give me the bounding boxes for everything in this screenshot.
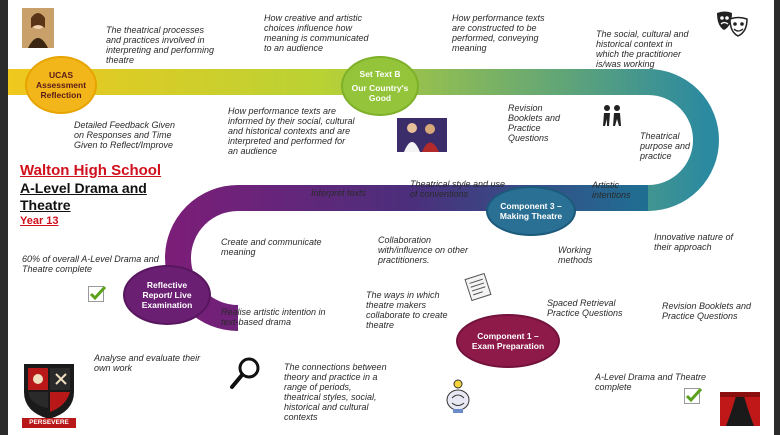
- note-spaced-retrieval: Spaced Retrieval Practice Questions: [547, 298, 623, 318]
- curtain-icon: [720, 392, 760, 426]
- crest-shield: [24, 364, 74, 419]
- set-text-node: Set Text B Our Country's Good: [341, 56, 419, 116]
- brain-bulb-icon: [446, 379, 470, 413]
- note-theatrical-style: Theatrical style and use of conventions: [410, 179, 506, 199]
- note-creative-choices: How creative and artistic choices influe…: [264, 13, 369, 53]
- checkmark-icon: [88, 286, 106, 302]
- note-innovative-nature: Innovative nature of their approach: [654, 232, 734, 252]
- note-analyse-evaluate: Analyse and evaluate their own work: [94, 353, 201, 373]
- note-collaboration: Collaboration with/influence on other pr…: [378, 235, 469, 265]
- note-interpret-texts: Interpret texts: [311, 188, 367, 198]
- note-connections: The connections between theory and pract…: [284, 362, 387, 422]
- note-artistic-intentions: Artistic intentions: [592, 180, 631, 200]
- title-block: Walton High School A-Level Drama and The…: [20, 162, 190, 228]
- note-informed-by: How performance texts are informed by th…: [228, 106, 355, 156]
- magnifier-icon: [230, 357, 260, 389]
- reflective-label: Reflective Report/ Live Examination: [141, 280, 193, 310]
- people-icon: [603, 105, 621, 126]
- road-segment-middle: [165, 185, 648, 331]
- checkmark-icon: [684, 388, 702, 404]
- course-title-line2: Theatre: [20, 197, 71, 213]
- course-title-line1: A-Level Drama and: [20, 180, 147, 196]
- worksheet-icon: [464, 272, 492, 302]
- component3-node: Component 3 – Making Theatre: [486, 186, 576, 236]
- note-theatrical-purpose: Theatrical purpose and practice: [640, 131, 691, 161]
- roadmap-slide: UCAS Assessment Reflection Set Text B Ou…: [8, 0, 774, 435]
- reflective-report-node: Reflective Report/ Live Examination: [123, 265, 211, 325]
- ucas-node-label: UCAS Assessment Reflection: [35, 70, 87, 100]
- crest-motto: PERSEVERE: [22, 418, 76, 428]
- note-theatrical-processes: The theatrical processes and practices i…: [106, 25, 215, 65]
- note-revision-booklets-bottom: Revision Booklets and Practice Questions: [662, 301, 752, 321]
- note-ways-theatre-makers: The ways in which theatre makers collabo…: [366, 290, 448, 330]
- performers-photo-icon: [397, 118, 447, 152]
- road-segment-top: [8, 69, 719, 211]
- note-social-cultural-context: The social, cultural and historical cont…: [596, 29, 689, 69]
- note-working-methods: Working methods: [558, 245, 593, 265]
- set-text-title: Set Text B: [359, 69, 401, 79]
- portrait-icon: [22, 8, 54, 48]
- component1-label: Component 1 – Exam Preparation: [471, 331, 545, 351]
- note-detailed-feedback: Detailed Feedback Given on Responses and…: [74, 120, 176, 150]
- school-name: Walton High School: [20, 162, 162, 179]
- school-crest-icon: PERSEVERE: [20, 362, 78, 430]
- masks-icon: [717, 11, 748, 37]
- set-text-subtitle: Our Country's Good: [351, 83, 409, 103]
- component1-node: Component 1 – Exam Preparation: [456, 314, 560, 368]
- note-complete-final: A-Level Drama and Theatre complete: [595, 372, 707, 392]
- year-label: Year 13: [20, 215, 59, 227]
- note-sixty-percent: 60% of overall A-Level Drama and Theatre…: [22, 254, 159, 274]
- note-create-communicate: Create and communicate meaning: [221, 237, 322, 257]
- component3-label: Component 3 – Making Theatre: [499, 201, 563, 221]
- note-performance-texts-constructed: How performance texts are constructed to…: [452, 13, 545, 53]
- note-realise-artistic: Realise artistic intention in text-based…: [221, 307, 326, 327]
- note-revision-booklets-top: Revision Booklets and Practice Questions: [508, 103, 561, 143]
- ucas-assessment-node: UCAS Assessment Reflection: [25, 56, 97, 114]
